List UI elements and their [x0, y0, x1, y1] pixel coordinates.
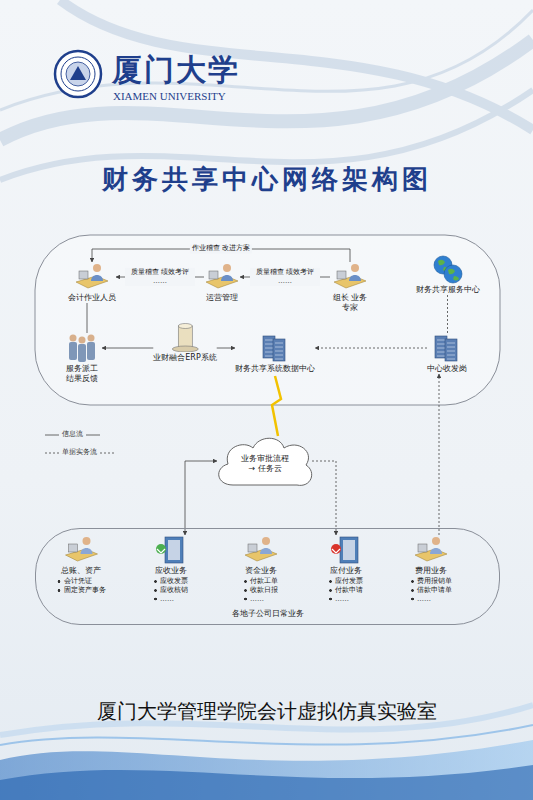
business-item: 借款申请单 — [410, 586, 452, 595]
cloud-node: 业务审批流程 → 任务云 — [213, 432, 317, 490]
legend-item: 信息流 — [44, 430, 101, 439]
edge-label: 作业稽查 改进方案 — [190, 244, 252, 253]
business-item: 应收核销 — [153, 586, 189, 595]
node-label: 财务共享服务中心 — [416, 285, 480, 295]
node-label: 会计作业人员 — [68, 293, 116, 303]
node-label: 财务共享系统数据中心 — [235, 364, 315, 374]
icon-node: 财务共享系统数据中心 — [235, 333, 315, 374]
icon-server — [257, 333, 293, 363]
icon-node: 资金业务付款工单收款日报…… — [243, 535, 279, 603]
icon-clerk2 — [413, 535, 449, 565]
legend-line — [99, 450, 115, 456]
legend-line — [44, 432, 60, 438]
node-label: 中心收发岗 — [427, 364, 467, 374]
lightning-link — [272, 376, 281, 436]
icon-server — [429, 333, 465, 363]
icon-node: 会计作业人员 — [68, 262, 116, 303]
business-item: …… — [153, 595, 189, 604]
business-item: 应付发票 — [328, 577, 364, 586]
caption: 厦门大学管理学院会计虚拟仿真实验室 — [0, 698, 533, 725]
edge-label: 质量稽查 绩效考评 …… — [250, 268, 320, 286]
legend-text: 单据实务流 — [60, 448, 99, 457]
logo-seal — [55, 51, 101, 97]
icon-clerk — [74, 262, 110, 292]
business-item: 收款日报 — [243, 586, 279, 595]
edge-label: 质量稽查 绩效考评 …… — [125, 268, 195, 286]
business-heading: 资金业务 — [243, 566, 279, 576]
band-node: 各地子公司日常业务总账、资产会计凭证固定资产事务应收业务应收发票应收核销……资金… — [35, 528, 500, 625]
business-heading: 应付业务 — [328, 566, 364, 576]
connector — [102, 348, 153, 349]
icon-clerk2 — [243, 535, 279, 565]
node-label: 组长 业务专家 — [330, 293, 370, 313]
icon-node: 组长 业务专家 — [330, 262, 370, 313]
icon-clerk — [332, 262, 368, 292]
legend-text: 信息流 — [60, 430, 85, 439]
icon-node: 中心收发岗 — [427, 333, 467, 374]
university-name-en: XIAMEN UNIVERSITY — [113, 90, 226, 102]
business-heading: 应收业务 — [153, 566, 189, 576]
icon-people — [64, 333, 100, 363]
icon-globe — [430, 254, 466, 284]
business-item: 费用报销单 — [410, 577, 452, 586]
title: 财务共享中心网络架构图 — [0, 162, 533, 197]
icon-clerk — [204, 262, 240, 292]
icon-node: 服务派工 结果反馈 — [62, 333, 102, 384]
connector — [312, 461, 336, 535]
icon-erp — [167, 322, 203, 352]
icon-node: 应付业务应付发票付款申请…… — [328, 535, 364, 603]
icon-node: 财务共享服务中心 — [416, 254, 480, 295]
business-item: 会计凭证 — [57, 577, 106, 586]
icon-node: 总账、资产会计凭证固定资产事务 — [57, 535, 106, 595]
icon-node: 运营管理 — [204, 262, 240, 303]
node-label: 运营管理 — [204, 293, 240, 303]
legend-line — [44, 450, 60, 456]
connector — [185, 461, 217, 535]
business-item: …… — [328, 595, 364, 604]
connector — [217, 348, 235, 349]
icon-cabR — [328, 535, 364, 565]
icon-clerk2 — [63, 535, 99, 565]
connector — [447, 295, 448, 333]
node-label: 各地子公司日常业务 — [36, 609, 499, 619]
connector — [315, 348, 427, 349]
business-item: 应收发票 — [153, 577, 189, 586]
business-heading: 总账、资产 — [57, 566, 106, 576]
icon-node: 应收业务应收发票应收核销…… — [153, 535, 189, 603]
legend-item: 单据实务流 — [44, 448, 115, 457]
icon-cabG — [153, 535, 189, 565]
icon-node: 业财融合ERP系统 — [153, 322, 216, 363]
node-label: 业财融合ERP系统 — [153, 353, 216, 363]
icon-node: 费用业务费用报销单借款申请单…… — [410, 535, 452, 603]
connector — [439, 374, 440, 535]
business-heading: 费用业务 — [410, 566, 452, 576]
business-item: …… — [410, 595, 452, 604]
business-item: 付款工单 — [243, 577, 279, 586]
upper-panel — [35, 235, 500, 405]
university-name: 厦门大学 — [112, 50, 240, 91]
business-item: …… — [243, 595, 279, 604]
business-item: 付款申请 — [328, 586, 364, 595]
legend-line — [85, 432, 101, 438]
connector — [87, 303, 88, 333]
node-label: 业务审批流程 → 任务云 — [239, 454, 291, 474]
node-label: 服务派工 结果反馈 — [62, 364, 102, 384]
business-item: 固定资产事务 — [57, 586, 106, 595]
